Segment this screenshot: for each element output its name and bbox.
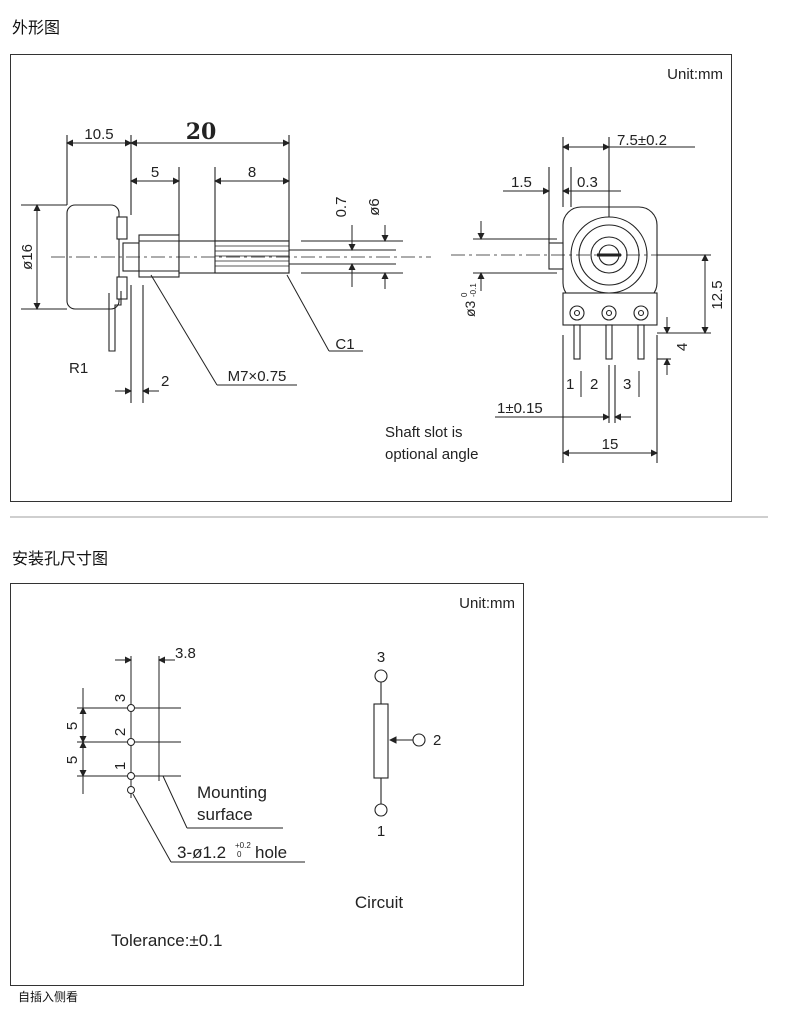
mounting-hole-pattern [77,656,305,863]
thread-label: M7×0.75 [228,368,287,385]
dim-terminal-length: 4 [674,343,691,351]
shaft-slot-note-line1: Shaft slot is [385,424,463,441]
chamfer-label: C1 [335,336,354,353]
shaft-hole-tol-upper: 0 [460,292,469,297]
hole-tol-lower: 0 [237,850,242,859]
hole-2-label: 2 [112,728,129,736]
pin-1-label: 1 [566,376,574,393]
unit-label: Unit:mm [667,66,723,83]
circuit-terminal-2: 2 [433,732,441,749]
unit-label-2: Unit:mm [459,595,515,612]
dim-pin-width: 1±0.15 [497,400,543,417]
mounting-drawing-panel: Unit:mm 3.8 5 5 3 2 1 Mounting surface [10,583,524,986]
mounting-surface-line1: Mounting [197,783,267,802]
dim-lug-offset: 1.5 [511,174,532,191]
dim-hole-offset: 3.8 [175,645,196,662]
outline-drawing-panel: Unit:mm [10,54,732,502]
r1-label: R1 [69,360,88,377]
circuit-label: Circuit [355,893,403,912]
dim-terminal-gap: 2 [161,373,169,390]
pin-2-label: 2 [590,376,598,393]
dim-knurl-length: 8 [248,164,256,181]
dim-slot-width: 0.7 [333,197,350,218]
hole-spec: 3-ø1.2 [177,843,226,862]
dim-hole-pitch-b: 5 [64,756,81,764]
shaft-hole-tol-lower: -0.1 [469,283,478,297]
dim-shaft-diameter: ø6 [366,198,383,216]
dim-front-offset: 7.5±0.2 [617,132,667,149]
shaft-slot-note-line2: optional angle [385,446,478,463]
hole-word: hole [255,843,287,862]
mounting-drawing: Unit:mm 3.8 5 5 3 2 1 Mounting surface [64,595,515,950]
pin-3-label: 3 [623,376,631,393]
dim-overall: 20 [186,119,217,145]
section-title-outline: 外形图 [12,18,61,37]
dim-body-length: 10.5 [84,126,113,143]
tolerance-label: Tolerance:±0.1 [111,931,222,950]
dim-hole-pitch-a: 5 [64,722,81,730]
side-view [21,135,431,403]
circuit-terminal-1: 1 [377,823,385,840]
dim-body-diameter: ø16 [19,244,36,270]
section-title-mounting: 安装孔尺寸图 [12,549,109,568]
hole-3-label: 3 [112,694,129,702]
hole-tol-upper: +0.2 [235,841,251,850]
footer-note: 自插入侧看 [18,990,79,1004]
dim-shaft-hole: ø3 0 -0.1 [460,283,478,317]
mounting-surface-line2: surface [197,805,253,824]
section-divider [10,516,768,518]
hole-1-label: 1 [112,762,129,770]
dim-body-width: 15 [602,436,619,453]
circuit-terminal-3: 3 [377,649,385,666]
dim-shaft-height: 12.5 [709,280,726,309]
hole-spec-label: 3-ø1.2 +0.2 0 hole [177,841,287,862]
outline-drawing: Unit:mm [19,66,726,463]
circuit-symbol [373,669,426,817]
dim-thread-length: 5 [151,164,159,181]
front-view [451,137,711,463]
dim-lug-thickness: 0.3 [577,174,598,191]
shaft-hole-label: ø3 [462,300,478,317]
